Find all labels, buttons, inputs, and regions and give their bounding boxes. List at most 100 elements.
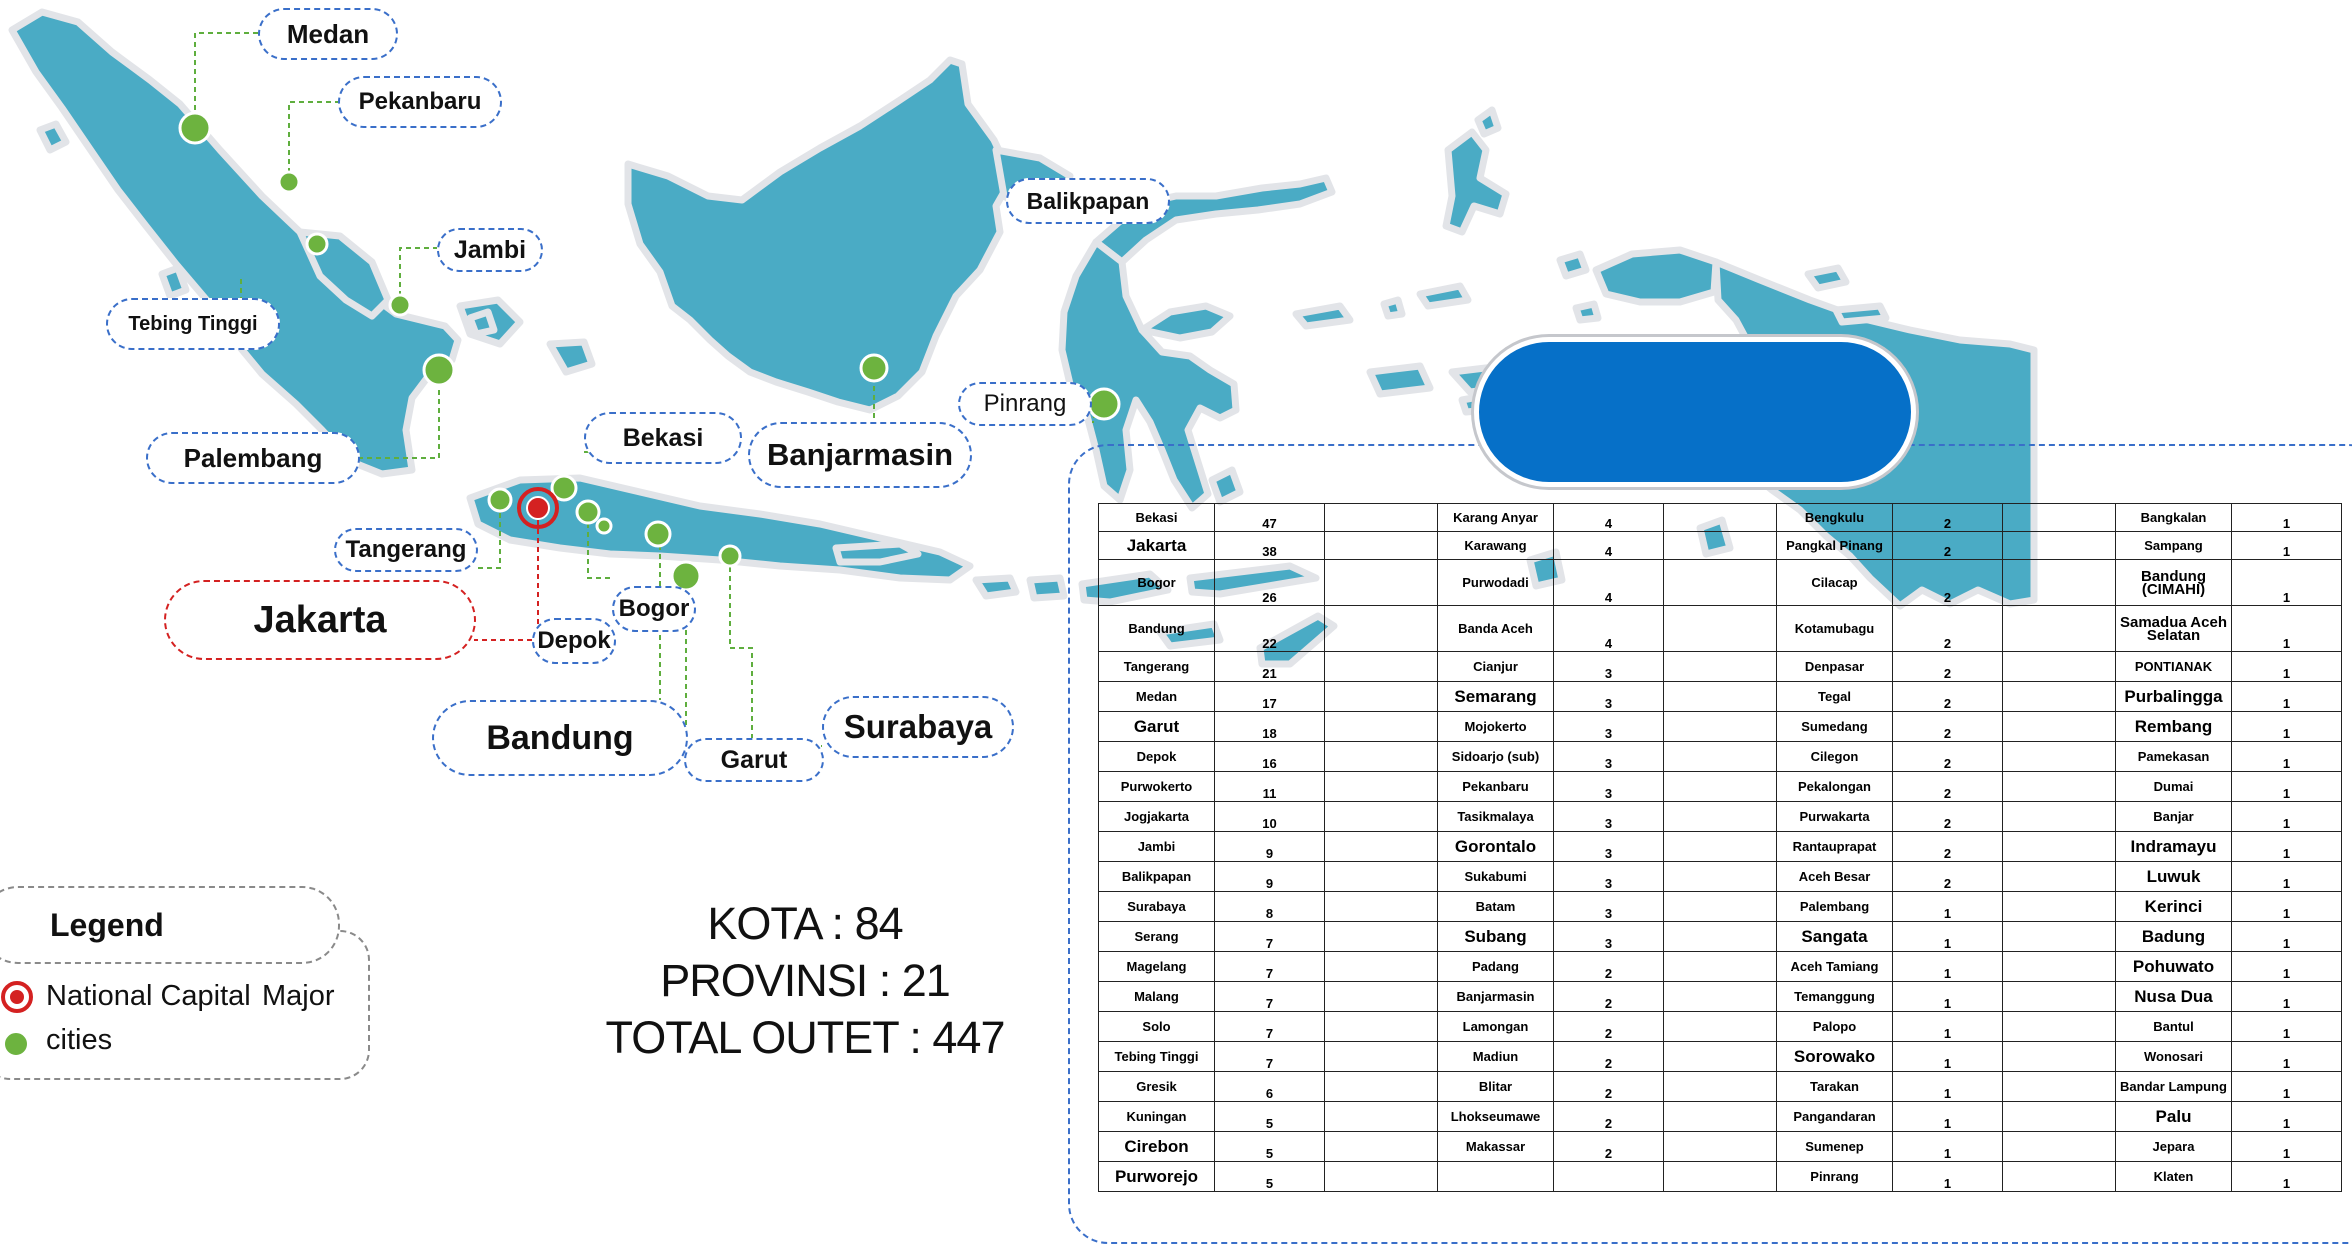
- spacer-cell: [1324, 559, 1438, 606]
- outlet-count-cell: 1: [2231, 559, 2342, 606]
- outlet-count-cell: 1: [2231, 531, 2342, 560]
- spacer-cell: [2002, 1131, 2116, 1162]
- spacer-cell: [2002, 1011, 2116, 1042]
- obi-island: [1416, 282, 1472, 310]
- spacer-cell: [1324, 951, 1438, 982]
- spacer-cell: [1663, 711, 1777, 742]
- spacer-cell: [2002, 951, 2116, 982]
- outlet-count-cell: 1: [1892, 1011, 2003, 1042]
- city-name-cell: Bandar Lampung: [2115, 1071, 2232, 1102]
- city-dot-icon: [595, 517, 613, 535]
- city-name-cell: Makassar: [1437, 1131, 1554, 1162]
- spacer-cell: [1324, 1011, 1438, 1042]
- city-dot-icon: [859, 353, 889, 383]
- summary-provinsi: PROVINSI : 21: [660, 955, 951, 1006]
- spacer-cell: [2002, 891, 2116, 922]
- outlet-count-cell: 3: [1553, 861, 1664, 892]
- city-name-cell: Bandung (CIMAHI): [2115, 559, 2232, 606]
- city-name-cell: Gorontalo: [1437, 831, 1554, 862]
- small-maluku-2: [1572, 300, 1602, 324]
- leader-surabaya: [729, 558, 822, 747]
- outlet-count-cell: 1: [1892, 951, 2003, 982]
- city-name-cell: Banjarmasin: [1437, 981, 1554, 1012]
- city-name-cell: Palopo: [1776, 1011, 1893, 1042]
- city-dot-icon: [422, 353, 456, 387]
- city-name-cell: Aceh Tamiang: [1776, 951, 1893, 982]
- city-name-cell: Badung: [2115, 921, 2232, 952]
- city-name-cell: Tangerang: [1098, 651, 1215, 682]
- outlet-count-cell: 22: [1214, 605, 1325, 652]
- city-name-cell: Pangandaran: [1776, 1101, 1893, 1132]
- spacer-cell: [1663, 1161, 1777, 1192]
- biak-island: [1804, 264, 1850, 292]
- city-name-cell: Kotamubagu: [1776, 605, 1893, 652]
- city-name-cell: Purbalingga: [2115, 681, 2232, 712]
- spacer-cell: [1324, 801, 1438, 832]
- spacer-cell: [1663, 921, 1777, 952]
- leader-bogor: [587, 514, 612, 579]
- spacer-cell: [1324, 831, 1438, 862]
- city-name-cell: Nusa Dua: [2115, 981, 2232, 1012]
- buru-island: [1366, 362, 1434, 398]
- spacer-cell: [1663, 651, 1777, 682]
- outlet-count-cell: 2: [1892, 651, 2003, 682]
- spacer-cell: [2002, 605, 2116, 652]
- city-name-cell: Pekanbaru: [1437, 771, 1554, 802]
- city-name-cell: Tebing Tinggi: [1098, 1041, 1215, 1072]
- riau-islands: [466, 308, 498, 338]
- outlet-count-cell: 1: [2231, 1011, 2342, 1042]
- city-name-cell: Palu: [2115, 1101, 2232, 1132]
- city-name-cell: Garut: [1098, 711, 1215, 742]
- outlet-count-cell: 1: [2231, 1101, 2342, 1132]
- city-name-cell: Jambi: [1098, 831, 1215, 862]
- spacer-cell: [1663, 605, 1777, 652]
- outlet-count-cell: 38: [1214, 531, 1325, 560]
- nias-island: [36, 120, 70, 154]
- outlet-count-cell: 1: [2231, 651, 2342, 682]
- kalimantan-island: [624, 56, 1016, 414]
- label-tangerang: Tangerang: [334, 528, 478, 572]
- outlet-count-cell: 1: [1892, 1161, 2003, 1192]
- spacer-cell: [1324, 1041, 1438, 1072]
- label-bandung: Bandung: [432, 700, 688, 776]
- outlet-count-cell: 4: [1553, 531, 1664, 560]
- spacer-cell: [1663, 741, 1777, 772]
- outlet-count-cell: 8: [1214, 891, 1325, 922]
- city-name-cell: Rembang: [2115, 711, 2232, 742]
- outlet-count-cell: 2: [1553, 951, 1664, 982]
- city-name-cell: Padang: [1437, 951, 1554, 982]
- city-name-cell: Malang: [1098, 981, 1215, 1012]
- city-name-cell: Sumenep: [1776, 1131, 1893, 1162]
- legend-city-icon: [3, 1031, 29, 1057]
- city-name-cell: Semarang: [1437, 681, 1554, 712]
- city-name-cell: Balikpapan: [1098, 861, 1215, 892]
- city-name-cell: Solo: [1098, 1011, 1215, 1042]
- sulawesi-north-arm: [1092, 174, 1336, 266]
- outlet-count-cell: 3: [1553, 831, 1664, 862]
- city-dot-icon: [644, 520, 672, 548]
- spacer-cell: [2002, 531, 2116, 560]
- spacer-cell: [1663, 801, 1777, 832]
- label-bogor: Bogor: [612, 586, 696, 632]
- outlet-count-cell: 11: [1214, 771, 1325, 802]
- outlet-count-cell: 1: [2231, 891, 2342, 922]
- city-name-cell: Banda Aceh: [1437, 605, 1554, 652]
- city-name-cell: Jakarta: [1098, 531, 1215, 560]
- city-name-cell: Sangata: [1776, 921, 1893, 952]
- city-name-cell: Lamongan: [1437, 1011, 1554, 1042]
- city-name-cell: Purworejo: [1098, 1161, 1215, 1192]
- outlet-count-cell: 1: [2231, 801, 2342, 832]
- city-dot-icon: [388, 293, 412, 317]
- city-name-cell: Cirebon: [1098, 1131, 1215, 1162]
- city-name-cell: Pohuwato: [2115, 951, 2232, 982]
- outlet-count-cell: 17: [1214, 681, 1325, 712]
- spacer-cell: [2002, 1041, 2116, 1072]
